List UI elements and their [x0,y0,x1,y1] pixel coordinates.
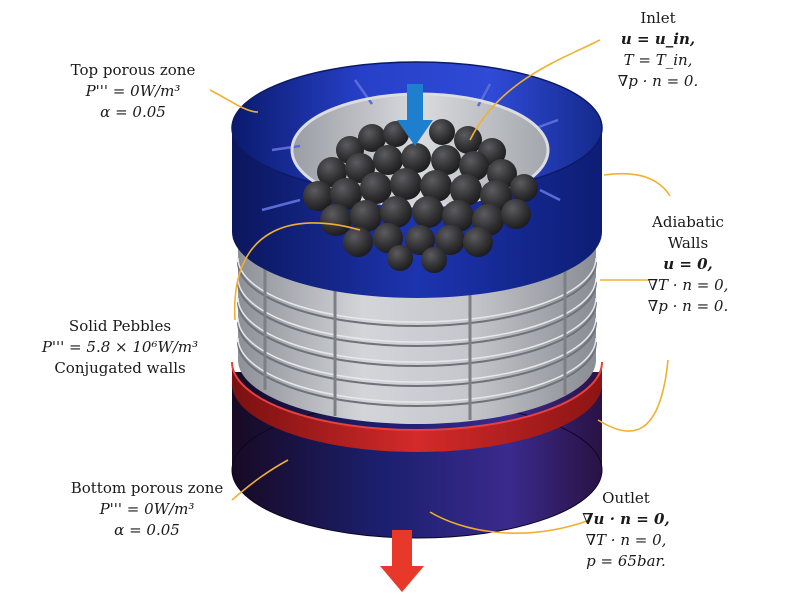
outlet-line-3: p = 65bar. [586,552,666,570]
inlet-line-1: u = u_in, [620,30,696,48]
inlet-line-2: T = T_in, [623,51,693,69]
adiabatic-title-2: Walls [667,234,709,252]
outlet-label: Outlet ∇u · n = 0, ∇T · n = 0, p = 65bar… [566,488,686,572]
outlet-arrow [380,530,424,592]
top-porous-line-1: P''' = 0W/m³ [85,82,181,100]
inlet-label: Inlet u = u_in, T = T_in, ∇p · n = 0. [598,8,718,92]
bottom-porous-label: Bottom porous zone P''' = 0W/m³ α = 0.05 [62,478,232,541]
outlet-title: Outlet [602,489,650,507]
solid-pebbles [303,119,538,273]
adiabatic-label: Adiabatic Walls u = 0, ∇T · n = 0, ∇p · … [628,212,748,317]
outlet-line-2: ∇T · n = 0, [585,531,667,549]
top-porous-line-2: α = 0.05 [100,103,166,121]
bottom-porous-title: Bottom porous zone [70,479,224,497]
adiabatic-title-1: Adiabatic [652,213,724,231]
pebbles-line-1: P''' = 5.8 × 10⁶W/m³ [41,338,199,356]
bottom-porous-line-1: P''' = 0W/m³ [99,500,195,518]
inlet-arrow [397,84,433,146]
inlet-title: Inlet [640,9,676,27]
adiabatic-line-2: ∇T · n = 0, [647,276,729,294]
bottom-porous-line-2: α = 0.05 [114,521,180,539]
outlet-line-1: ∇u · n = 0, [582,510,670,528]
top-porous-label: Top porous zone P''' = 0W/m³ α = 0.05 [58,60,208,123]
pebbles-label: Solid Pebbles P''' = 5.8 × 10⁶W/m³ Conju… [20,316,220,379]
adiabatic-line-3: ∇p · n = 0. [647,297,729,315]
adiabatic-line-1: u = 0, [663,255,713,273]
pebbles-line-2: Conjugated walls [54,359,186,377]
top-porous-title: Top porous zone [70,61,196,79]
leader-lines [209,39,671,534]
bottom-red-rim [231,361,603,452]
inlet-line-3: ∇p · n = 0. [617,72,699,90]
pebbles-title: Solid Pebbles [68,317,172,335]
